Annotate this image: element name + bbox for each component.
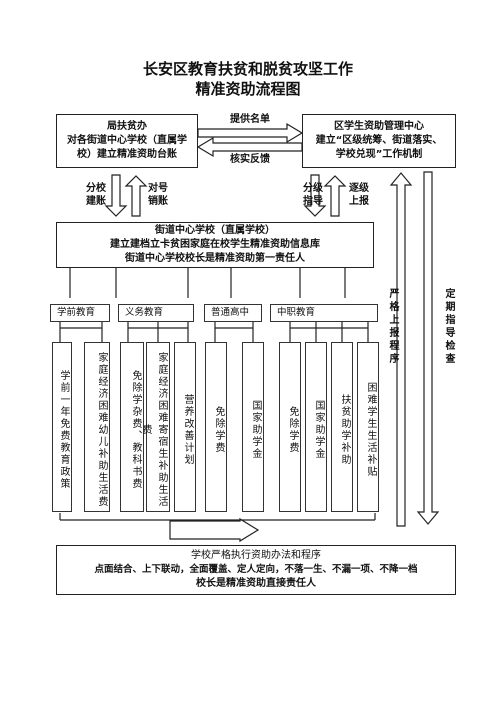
street-desc-1: 建立建档立卡贫困家庭在校学生精准资助信息库 — [110, 239, 320, 250]
street-school-box: 街道中心学校（直属学校） 建立建档立卡贫困家庭在校学生精准资助信息库 街道中心学… — [56, 222, 374, 268]
page-subtitle: 精准资助流程图 — [195, 80, 301, 98]
item-tuition-exempt: 免除学杂费、教科书费 — [120, 342, 144, 512]
center-box: 区学生资助管理中心 建立“区级统筹、街道落实、 学校兑现”工作机制 — [302, 114, 456, 168]
regular-check-label: 定期指导检查 — [443, 288, 454, 366]
item-boarding-subsidy: 家庭经济困难寄宿生补助生活费 — [140, 342, 170, 512]
bottom-responsible: 校长是精准资助直接责任人 — [196, 578, 316, 589]
item-preschool-subsidy: 家庭经济困难幼儿补助生活费 — [84, 342, 110, 512]
center-name: 区学生资助管理中心 — [334, 121, 424, 132]
bureau-box: 局扶贫办 对各街道中心学校（直属学 校）建立精准资助台账 — [56, 114, 198, 168]
street-desc-2: 街道中心学校校长是精准资助第一责任人 — [125, 253, 305, 264]
report-up-arrow — [303, 174, 327, 217]
page-title: 长安区教育扶贫和脱贫攻坚工作 — [142, 60, 353, 78]
item-hs-national-grant: 国家助学金 — [242, 342, 264, 512]
school-build-label: 分校 建账 — [86, 183, 106, 207]
category-compulsory: 义务教育 — [118, 304, 194, 322]
bottom-box: 学校严格执行资助办法和程序 点面结合、上下联动，全面覆盖、定人定向，不落一生、不… — [56, 545, 456, 595]
center-desc-2: 学校兑现”工作机制 — [335, 149, 423, 160]
item-hs-fee-exempt: 免除学费 — [205, 342, 227, 512]
bureau-desc-1: 对各街道中心学校（直属学 — [67, 135, 187, 146]
category-vocational: 中职教育 — [270, 304, 378, 322]
number-cancel-label: 对号 销账 — [148, 183, 168, 207]
bottom-principle: 点面结合、上下联动，全面覆盖、定人定向，不落一生、不漏一项、不降一档 — [94, 564, 418, 575]
grade-guide-label: 分级 指导 — [303, 183, 323, 207]
street-name: 街道中心学校（直属学校） — [155, 225, 275, 236]
item-nutrition-plan: 营养改善计划 — [174, 342, 196, 512]
item-voc-national-grant: 国家助学金 — [305, 342, 327, 512]
item-voc-poverty-aid: 扶贫助学补助 — [331, 342, 353, 512]
center-desc-1: 建立“区级统筹、街道落实、 — [315, 135, 443, 146]
bottom-title: 学校严格执行资助办法和程序 — [191, 550, 321, 561]
category-high-school: 普通高中 — [204, 304, 262, 322]
verify-feedback-label: 核实反馈 — [230, 154, 270, 165]
provide-list-arrow — [197, 122, 304, 144]
school-build-arrow — [104, 174, 128, 217]
regular-check-arrow — [416, 171, 440, 525]
report-up-label: 逐级 上报 — [349, 183, 369, 207]
bottom-flow-arrow — [169, 517, 260, 543]
item-voc-living-allowance: 困难学生生活补贴 — [357, 342, 379, 512]
strict-report-label: 严格上报程序 — [387, 288, 398, 366]
item-voc-fee-exempt: 免除学费 — [279, 342, 301, 512]
strict-report-arrow — [389, 172, 413, 527]
number-cancel-arrow — [124, 175, 148, 217]
item-preschool-free: 学前一年免费教育政策 — [52, 342, 72, 512]
category-preschool: 学前教育 — [50, 304, 110, 322]
bureau-desc-2: 校）建立精准资助台账 — [77, 149, 177, 160]
provide-list-label: 提供名单 — [230, 114, 270, 125]
bureau-name: 局扶贫办 — [107, 121, 147, 132]
verify-feedback-arrow — [196, 136, 303, 158]
grade-guide-arrow — [323, 175, 347, 217]
